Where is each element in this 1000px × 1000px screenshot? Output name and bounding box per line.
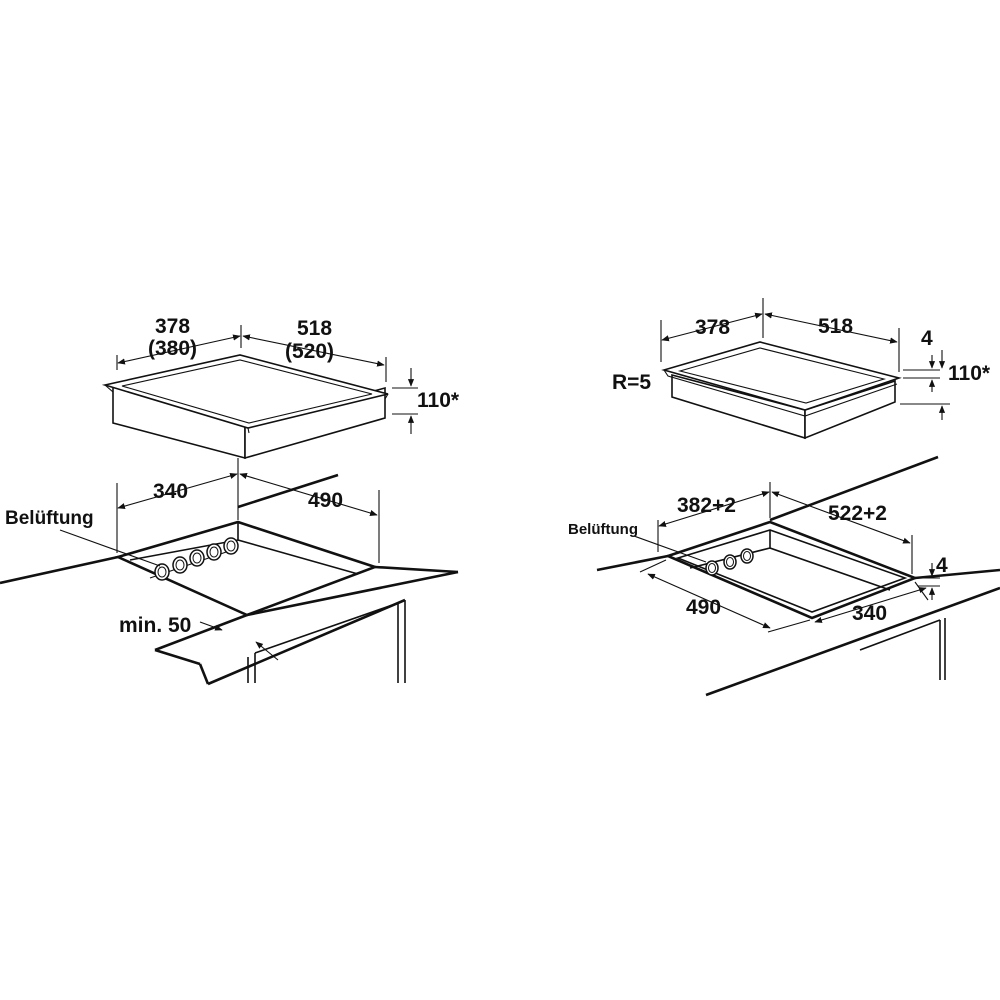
right-ventilation-label: Belüftung [568,521,638,538]
left-cutout-depth: 490 [308,489,343,512]
right-vent-holes [705,548,754,576]
right-hob-frame-height: 4 [921,327,933,350]
left-hob-width-dimension: 378 (380) [116,315,242,370]
right-cutout-depth: 522+2 [828,502,887,525]
left-min-clearance: min. 50 [119,614,191,637]
right-cutout-width: 382+2 [677,494,736,517]
left-min-clearance-dimension: min. 50 [119,614,279,661]
right-hob-depth: 518 [818,315,853,338]
right-ventilation-callout: Belüftung [568,521,707,563]
left-vent-holes [154,537,239,581]
left-cutout-depth-dimension: 490 [239,473,380,563]
right-recess: 4 [936,554,948,577]
left-cutout [114,520,379,617]
left-hob-height-dimension: 110* [392,368,460,434]
right-hob-width-dimension: 378 [660,298,764,362]
left-drawing: 378 (380) 518 (520) 110* [0,315,460,686]
right-drawing: R=5 378 518 4 110* [568,298,1000,697]
right-inner-depth-dimension: 490 [639,559,811,633]
left-cutout-width-dimension: 340 [116,458,239,553]
left-hob-depth-dimension: 518 (520) [242,317,387,382]
right-hob-depth-dimension: 518 [764,312,900,372]
left-hob-depth-alt: (520) [285,340,334,363]
left-ventilation-callout: Belüftung [5,508,161,567]
right-inner-width: 340 [852,602,887,625]
right-inner-width-dimension: 340 [814,581,929,625]
right-hob [661,341,902,440]
right-hob-radius: R=5 [612,371,651,394]
right-inner-depth: 490 [686,596,721,619]
left-hob [101,354,389,460]
right-hob-height: 110* [948,362,991,385]
right-hob-width: 378 [695,316,730,339]
left-hob-height: 110* [417,389,460,412]
left-cutout-width: 340 [153,480,188,503]
left-hob-depth: 518 [297,317,332,340]
left-hob-width: 378 [155,315,190,338]
left-hob-width-alt: (380) [148,337,197,360]
right-cutout-depth-dimension: 522+2 [771,491,913,574]
left-worktop [0,473,459,686]
right-hob-height-dimensions: 4 110* [900,327,991,420]
right-worktop [596,455,1000,697]
right-recess-dimension: 4 [918,554,948,600]
right-cutout-width-dimension: 382+2 [657,482,771,552]
left-ventilation-label: Belüftung [5,508,94,529]
